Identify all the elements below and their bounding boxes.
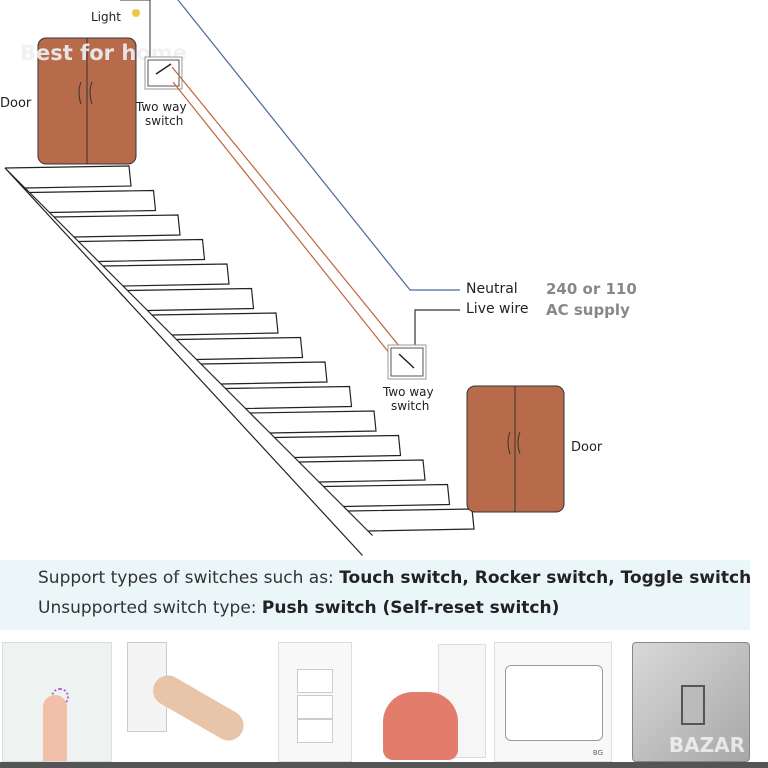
door-top bbox=[37, 37, 137, 165]
door-bottom bbox=[466, 385, 565, 513]
unsupported-type: Push switch (Self-reset switch) bbox=[261, 598, 560, 618]
bottom-strip bbox=[0, 762, 768, 768]
bg-logo: BG bbox=[592, 749, 603, 757]
traveler-wire-2 bbox=[172, 81, 399, 365]
door-label-top: Door bbox=[0, 96, 32, 111]
staircase bbox=[4, 165, 475, 556]
supported-prefix: Support types of switches such as: bbox=[38, 568, 340, 588]
switch-top-label-2: switch bbox=[145, 114, 183, 128]
rocker-switch-triple-photo bbox=[278, 642, 352, 762]
unsupported-type-line: Unsupported switch type: Push switch (Se… bbox=[38, 598, 559, 618]
traveler-wire-1 bbox=[171, 66, 405, 353]
push-switch-photo bbox=[378, 642, 486, 760]
bazar-watermark: BAZAR bbox=[668, 733, 745, 757]
large-rocker-switch-photo: BG bbox=[494, 642, 612, 762]
switch-top-label-1: Two way bbox=[135, 100, 187, 114]
light-label: Light bbox=[91, 10, 121, 24]
two-way-switch-top-icon bbox=[144, 56, 183, 90]
neutral-label: Neutral bbox=[466, 281, 518, 297]
staircase-wiring-diagram: Best for home Door Light Two way switch … bbox=[0, 0, 637, 556]
supply-label-1: 240 or 110 bbox=[546, 280, 637, 298]
supply-label-2: AC supply bbox=[546, 301, 630, 319]
metal-switch-photo: BAZAR bbox=[632, 642, 750, 762]
supported-types-line: Support types of switches such as: Touch… bbox=[38, 568, 751, 588]
two-way-switch-bottom-icon bbox=[387, 344, 427, 380]
switch-bottom-label-2: switch bbox=[391, 399, 429, 413]
switch-photos: BG BAZAR bbox=[0, 640, 768, 768]
stair-steps bbox=[4, 165, 475, 556]
door-label-bottom: Door bbox=[571, 440, 603, 455]
toggle-switch-photo bbox=[125, 642, 260, 760]
switch-bottom-label-1: Two way bbox=[382, 385, 434, 399]
switch-support-banner: Support types of switches such as: Touch… bbox=[0, 560, 751, 630]
live-wire-label: Live wire bbox=[466, 301, 528, 317]
touch-switch-photo bbox=[2, 642, 112, 762]
unsupported-prefix: Unsupported switch type: bbox=[38, 598, 262, 618]
neutral-wire bbox=[177, 0, 460, 291]
supported-types: Touch switch, Rocker switch, Toggle swit… bbox=[339, 568, 752, 588]
live-wire bbox=[414, 309, 460, 360]
